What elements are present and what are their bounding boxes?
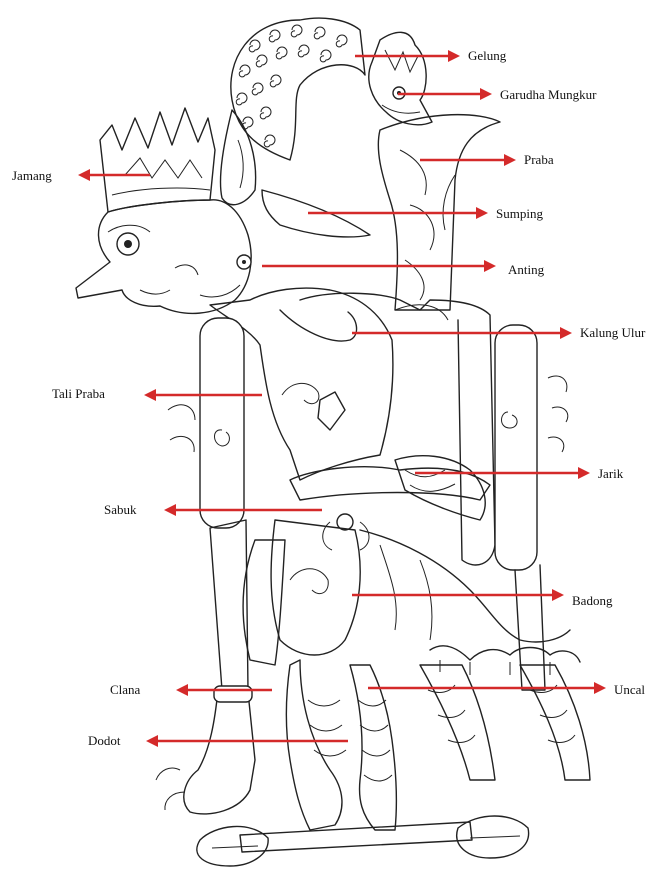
arrow-head-sabuk <box>164 504 176 516</box>
label-gelung: Gelung <box>468 48 506 64</box>
label-clana: Clana <box>110 682 140 698</box>
gelung-curl <box>270 75 281 87</box>
label-jarik: Jarik <box>598 466 623 482</box>
label-garudha-mungkur: Garudha Mungkur <box>500 87 596 103</box>
arrow-dodot <box>146 735 348 747</box>
gelung-curl <box>336 35 347 47</box>
arrow-jamang <box>78 169 150 181</box>
label-kalung-ulur: Kalung Ulur <box>580 325 645 341</box>
label-jamang: Jamang <box>12 168 52 184</box>
gelung-curl <box>291 25 302 37</box>
gelung-curl <box>314 27 325 39</box>
arrow-gelung <box>355 50 460 62</box>
label-sabuk: Sabuk <box>104 502 137 518</box>
arrow-sumping <box>308 207 488 219</box>
garudha-mungkur-ornament <box>369 32 432 124</box>
gelung-curl <box>239 65 250 77</box>
arrow-head-jamang <box>78 169 90 181</box>
gelung-curl <box>236 93 247 105</box>
arrow-praba <box>420 154 516 166</box>
arrow-head-kalung-ulur <box>560 327 572 339</box>
arrow-head-sumping <box>476 207 488 219</box>
gelung-curl <box>264 135 275 147</box>
arrow-head-garudha-mungkur <box>480 88 492 100</box>
anting-earring <box>237 255 251 269</box>
gelung-curl <box>252 83 263 95</box>
arrow-anting <box>262 260 496 272</box>
label-dodot: Dodot <box>88 733 121 749</box>
arrow-head-badong <box>552 589 564 601</box>
head-face <box>76 200 251 314</box>
jamang-crown <box>100 108 215 212</box>
gelung-curl <box>320 50 331 62</box>
gelung-curl <box>260 107 271 119</box>
gelung-curl <box>256 55 267 67</box>
gelung-hair-bun <box>231 18 365 160</box>
base-and-feet <box>197 816 529 866</box>
gelung-curl <box>298 45 309 57</box>
arrow-head-jarik <box>578 467 590 479</box>
arrow-head-praba <box>504 154 516 166</box>
arrow-uncal <box>368 682 606 694</box>
torso <box>210 288 448 480</box>
label-praba: Praba <box>524 152 554 168</box>
arrow-head-dodot <box>146 735 158 747</box>
arrow-garudha-mungkur <box>398 88 492 100</box>
arrow-head-anting <box>484 260 496 272</box>
arrow-head-tali-praba <box>144 389 156 401</box>
label-anting: Anting <box>508 262 544 278</box>
label-sumping: Sumping <box>496 206 543 222</box>
arrow-head-uncal <box>594 682 606 694</box>
arrow-head-gelung <box>448 50 460 62</box>
label-tali-praba: Tali Praba <box>52 386 105 402</box>
gelung-curl <box>269 30 280 42</box>
arrow-badong <box>352 589 564 601</box>
gelung-curl <box>276 47 287 59</box>
label-badong: Badong <box>572 593 612 609</box>
arrow-kalung-ulur <box>352 327 572 339</box>
label-uncal: Uncal <box>614 682 645 698</box>
back-arm <box>156 318 255 814</box>
arrow-head-clana <box>176 684 188 696</box>
gelung-curl <box>249 40 260 52</box>
